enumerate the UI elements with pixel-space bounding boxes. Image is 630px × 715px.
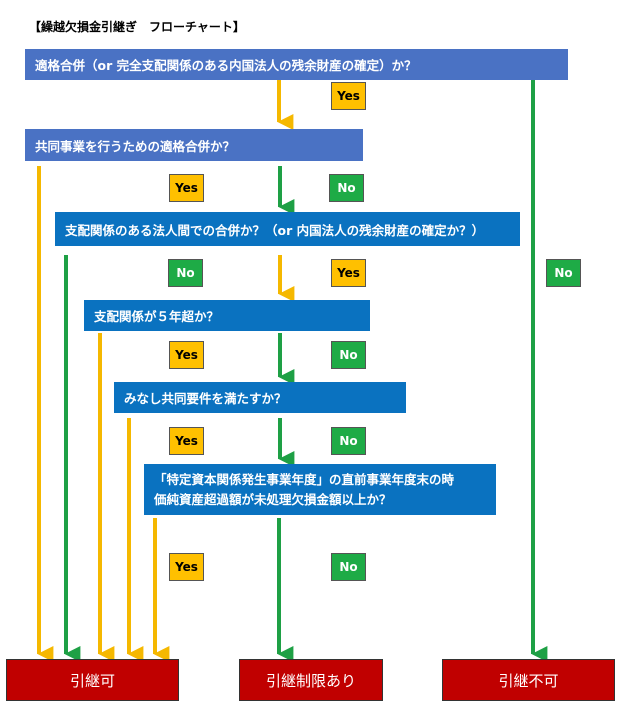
result-carryover-not-allowed: 引継不可	[442, 659, 615, 701]
question-3-box: 支配関係のある法人間での合併か？（or 内国法人の残余財産の確定か？）	[55, 212, 520, 246]
question-2-box: 共同事業を行うための適格合併か？	[25, 129, 363, 161]
question-6-box: 「特定資本関係発生事業年度」の直前事業年度末の時 価純資産超過額が未処理欠損金額…	[144, 464, 496, 515]
question-4-box: 支配関係が５年超か？	[84, 300, 370, 331]
q5-yes-badge: Yes	[169, 427, 204, 455]
q2-no-badge: No	[329, 174, 364, 202]
question-5-box: みなし共同要件を満たすか？	[114, 382, 406, 413]
q1-no-badge: No	[546, 259, 581, 287]
question-1-box: 適格合併（or 完全支配関係のある内国法人の残余財産の確定）か？	[25, 49, 568, 80]
q3-yes-badge: Yes	[331, 259, 366, 287]
q5-no-badge: No	[331, 427, 366, 455]
question-6-line-1: 「特定資本関係発生事業年度」の直前事業年度末の時	[154, 472, 455, 487]
q1-yes-badge: Yes	[331, 82, 366, 110]
q6-no-badge: No	[331, 553, 366, 581]
q2-yes-badge: Yes	[169, 174, 204, 202]
q4-no-badge: No	[331, 341, 366, 369]
question-6-line-2: 価純資産超過額が未処理欠損金額以上か？	[154, 492, 392, 507]
q6-yes-badge: Yes	[169, 553, 204, 581]
chart-title: 【繰越欠損金引継ぎ フローチャート】	[29, 20, 245, 34]
q4-yes-badge: Yes	[169, 341, 204, 369]
result-carryover-allowed: 引継可	[6, 659, 179, 701]
q3-no-badge: No	[168, 259, 203, 287]
result-carryover-restricted: 引継制限あり	[239, 659, 383, 701]
